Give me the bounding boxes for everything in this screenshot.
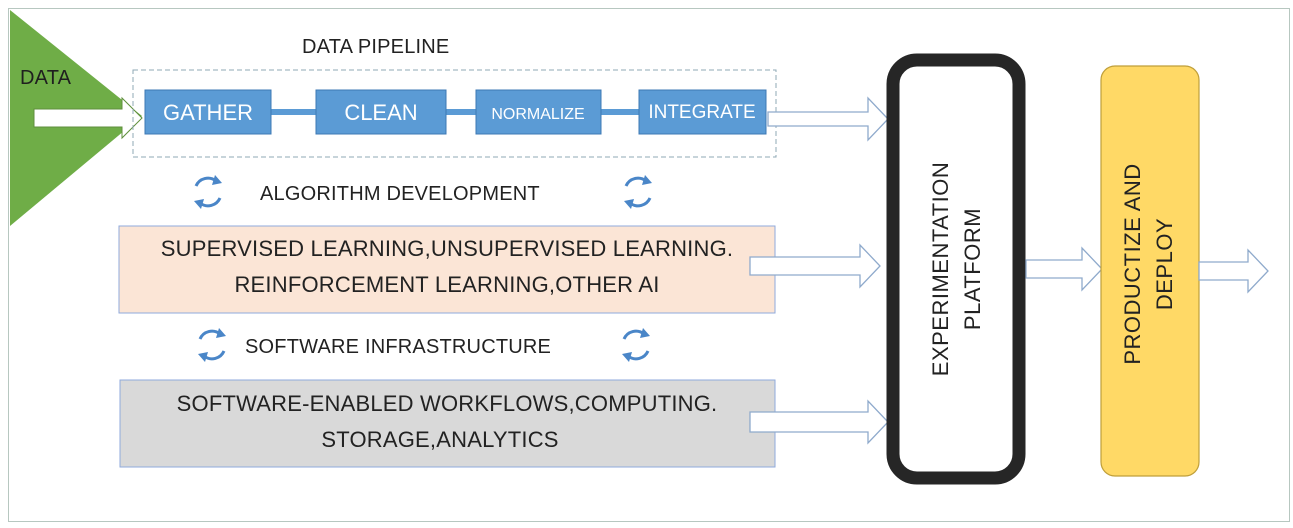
data-label: DATA <box>20 67 72 89</box>
software-box <box>119 379 776 468</box>
arrow-deploy-output <box>1198 248 1269 294</box>
stage-gather-label: GATHER <box>163 100 253 125</box>
data-input-arrow <box>33 96 143 140</box>
cycle-icon <box>624 175 652 209</box>
stage-normalize <box>475 89 602 135</box>
experimentation-line-1: EXPERIMENTATION <box>928 162 953 376</box>
algorithm-title: ALGORITHM DEVELOPMENT <box>260 183 540 205</box>
software-line-1: SOFTWARE-ENABLED WORKFLOWS,COMPUTING. <box>177 391 718 416</box>
productize-line-2: DEPLOY <box>1152 218 1177 310</box>
arrow-software-to-platform <box>749 399 889 445</box>
stage-connector <box>601 109 639 115</box>
stage-clean <box>315 89 447 135</box>
cycle-icon <box>622 328 650 362</box>
stage-gather <box>144 89 272 135</box>
pipeline-title: DATA PIPELINE <box>302 36 449 58</box>
cycle-icon <box>194 175 222 209</box>
algorithm-box <box>118 225 776 314</box>
experimentation-platform <box>886 53 1026 485</box>
experimentation-line-2: PLATFORM <box>960 208 985 330</box>
arrow-pipeline-to-platform <box>767 96 889 142</box>
stage-normalize-label: NORMALIZE <box>491 106 584 123</box>
stage-connector <box>271 109 316 115</box>
software-title: SOFTWARE INFRASTRUCTURE <box>245 336 551 358</box>
software-line-2: STORAGE,ANALYTICS <box>321 427 558 452</box>
arrow-algorithm-to-platform <box>749 243 881 289</box>
algorithm-line-2: REINFORCEMENT LEARNING,OTHER AI <box>234 272 659 297</box>
productize-deploy-box <box>1100 65 1200 477</box>
cycle-icon <box>198 328 226 362</box>
algorithm-line-1: SUPERVISED LEARNING,UNSUPERVISED LEARNIN… <box>161 236 733 261</box>
productize-line-1: PRODUCTIZE AND <box>1120 163 1145 364</box>
stage-clean-label: CLEAN <box>344 100 417 125</box>
pipeline-container <box>132 69 777 158</box>
stage-integrate-label: INTEGRATE <box>648 102 755 123</box>
stage-connector <box>446 109 476 115</box>
arrow-platform-to-productize <box>1025 246 1103 292</box>
stage-integrate <box>638 89 767 135</box>
